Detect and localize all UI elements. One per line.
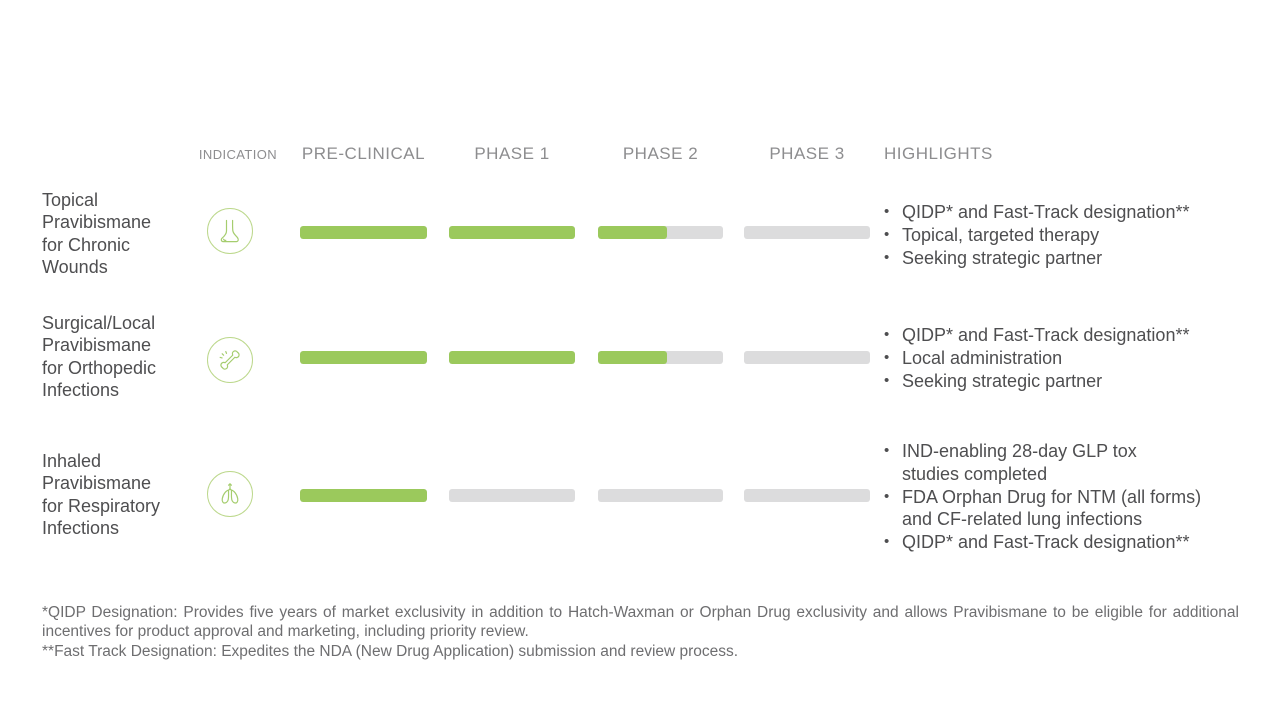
column-header-phase2: PHASE 2 [622,144,699,163]
bullet-icon [884,370,902,393]
highlights-list: IND-enabling 28-day GLP tox studies comp… [884,440,1244,554]
column-header-indication: INDICATION [198,147,278,162]
progress-bar-preclinical [300,351,427,364]
highlight-item: QIDP* and Fast-Track designation** [884,531,1244,554]
bullet-icon [884,440,902,486]
progress-bar-preclinical [300,489,427,502]
bullet-icon [884,224,902,247]
highlights-list: QIDP* and Fast-Track designation** Local… [884,324,1244,392]
highlight-item: Local administration [884,347,1244,370]
lungs-icon [207,471,253,517]
bone-icon [207,337,253,383]
progress-bar-phase3 [744,489,870,502]
progress-bar-phase2 [598,489,723,502]
highlights-list: QIDP* and Fast-Track designation** Topic… [884,201,1244,269]
foot-icon [207,208,253,254]
highlight-item: QIDP* and Fast-Track designation** [884,201,1244,224]
progress-bar-phase1 [449,489,575,502]
highlight-item: FDA Orphan Drug for NTM (all forms) and … [884,486,1244,532]
column-header-highlights: HIGHLIGHTS [884,144,993,163]
column-header-preclinical: PRE-CLINICAL [301,144,426,163]
progress-bar-phase1 [449,351,575,364]
footnote-fast-track: **Fast Track Designation: Expedites the … [42,643,739,660]
highlight-item: Seeking strategic partner [884,247,1244,270]
bullet-icon [884,324,902,347]
bullet-icon [884,201,902,224]
progress-bar-phase3 [744,351,870,364]
column-header-phase3: PHASE 3 [769,144,845,163]
progress-bar-phase1 [449,226,575,239]
indication-title: Surgical/Local Pravibismane for Orthoped… [42,313,157,400]
progress-bar-phase2 [598,226,723,239]
indication-title: Inhaled Pravibismane for Respiratory Inf… [42,451,161,538]
indication-title: Topical Pravibismane for Chronic Wounds [42,190,152,277]
highlight-item: Topical, targeted therapy [884,224,1244,247]
progress-bar-phase2 [598,351,723,364]
bullet-icon [884,347,902,370]
column-header-phase1: PHASE 1 [474,144,550,163]
highlight-item: QIDP* and Fast-Track designation** [884,324,1244,347]
bullet-icon [884,247,902,270]
bullet-icon [884,486,902,532]
progress-bar-preclinical [300,226,427,239]
highlight-item: Seeking strategic partner [884,370,1244,393]
progress-bar-phase3 [744,226,870,239]
bullet-icon [884,531,902,554]
highlight-item: IND-enabling 28-day GLP tox studies comp… [884,440,1244,486]
footnote-qidp: *QIDP Designation: Provides five years o… [42,604,1239,641]
